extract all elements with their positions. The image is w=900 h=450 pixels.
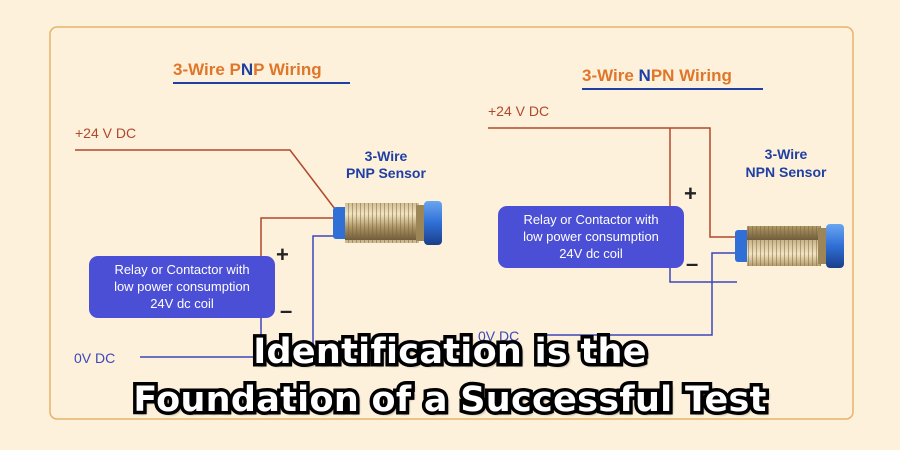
npn-output-wire [669, 268, 737, 283]
pnp-sensor-label-2: PNP Sensor [346, 165, 426, 181]
pnp-title-prefix: 3-Wire P [173, 60, 241, 79]
npn-relay-line-2: low power consumption [523, 229, 659, 244]
npn-diagram: 3-Wire NPN Wiring +24 V DC 0V DC + – Rel… [478, 66, 844, 344]
npn-relay-line-3: 24V dc coil [559, 246, 623, 261]
caption-line-2: Foundation of a Successful Test [130, 379, 770, 421]
npn-title-prefix: 3-Wire [582, 66, 639, 85]
pnp-relay-line-2: low power consumption [114, 279, 250, 294]
pnp-relay-box [89, 256, 275, 318]
diagram-panel [49, 26, 854, 420]
npn-sensor-label-2: NPN Sensor [746, 164, 827, 180]
pnp-sensor-icon [333, 201, 442, 245]
npn-relay-line-1: Relay or Contactor with [523, 212, 658, 227]
npn-plus-sign: + [684, 181, 697, 206]
pnp-supply-positive-label: +24 V DC [75, 125, 136, 141]
pnp-supply-negative-label: 0V DC [74, 350, 115, 366]
pnp-diagram: 3-Wire PNP Wiring +24 V DC 0V DC + – Rel… [74, 60, 442, 366]
pnp-positive-wire [75, 149, 336, 210]
pnp-title-suffix: P Wiring [253, 60, 321, 79]
npn-title-mid: N [639, 66, 651, 85]
npn-title: 3-Wire NPN Wiring [582, 66, 732, 85]
npn-relay-box [498, 206, 684, 268]
npn-sensor-label-1: 3-Wire [765, 146, 808, 162]
npn-supply-negative-label: 0V DC [478, 328, 519, 344]
npn-title-suffix: N Wiring [662, 66, 732, 85]
npn-title-p: P [651, 66, 662, 85]
caption-line-1: Identification is the [250, 331, 650, 373]
pnp-relay-line-1: Relay or Contactor with [114, 262, 249, 277]
pnp-sensor-label-1: 3-Wire [365, 148, 408, 164]
pnp-minus-sign: – [280, 298, 292, 323]
pnp-negative-wire [140, 235, 335, 358]
pnp-output-wire [260, 217, 335, 262]
npn-supply-positive-label: +24 V DC [488, 103, 549, 119]
npn-minus-sign: – [686, 251, 698, 276]
npn-sensor-icon [735, 224, 844, 268]
pnp-title-mid: N [241, 60, 253, 79]
pnp-title: 3-Wire PNP Wiring [173, 60, 322, 79]
npn-negative-wire [540, 252, 737, 336]
pnp-plus-sign: + [276, 242, 289, 267]
npn-positive-wire [488, 127, 737, 238]
pnp-relay-line-3: 24V dc coil [150, 296, 214, 311]
